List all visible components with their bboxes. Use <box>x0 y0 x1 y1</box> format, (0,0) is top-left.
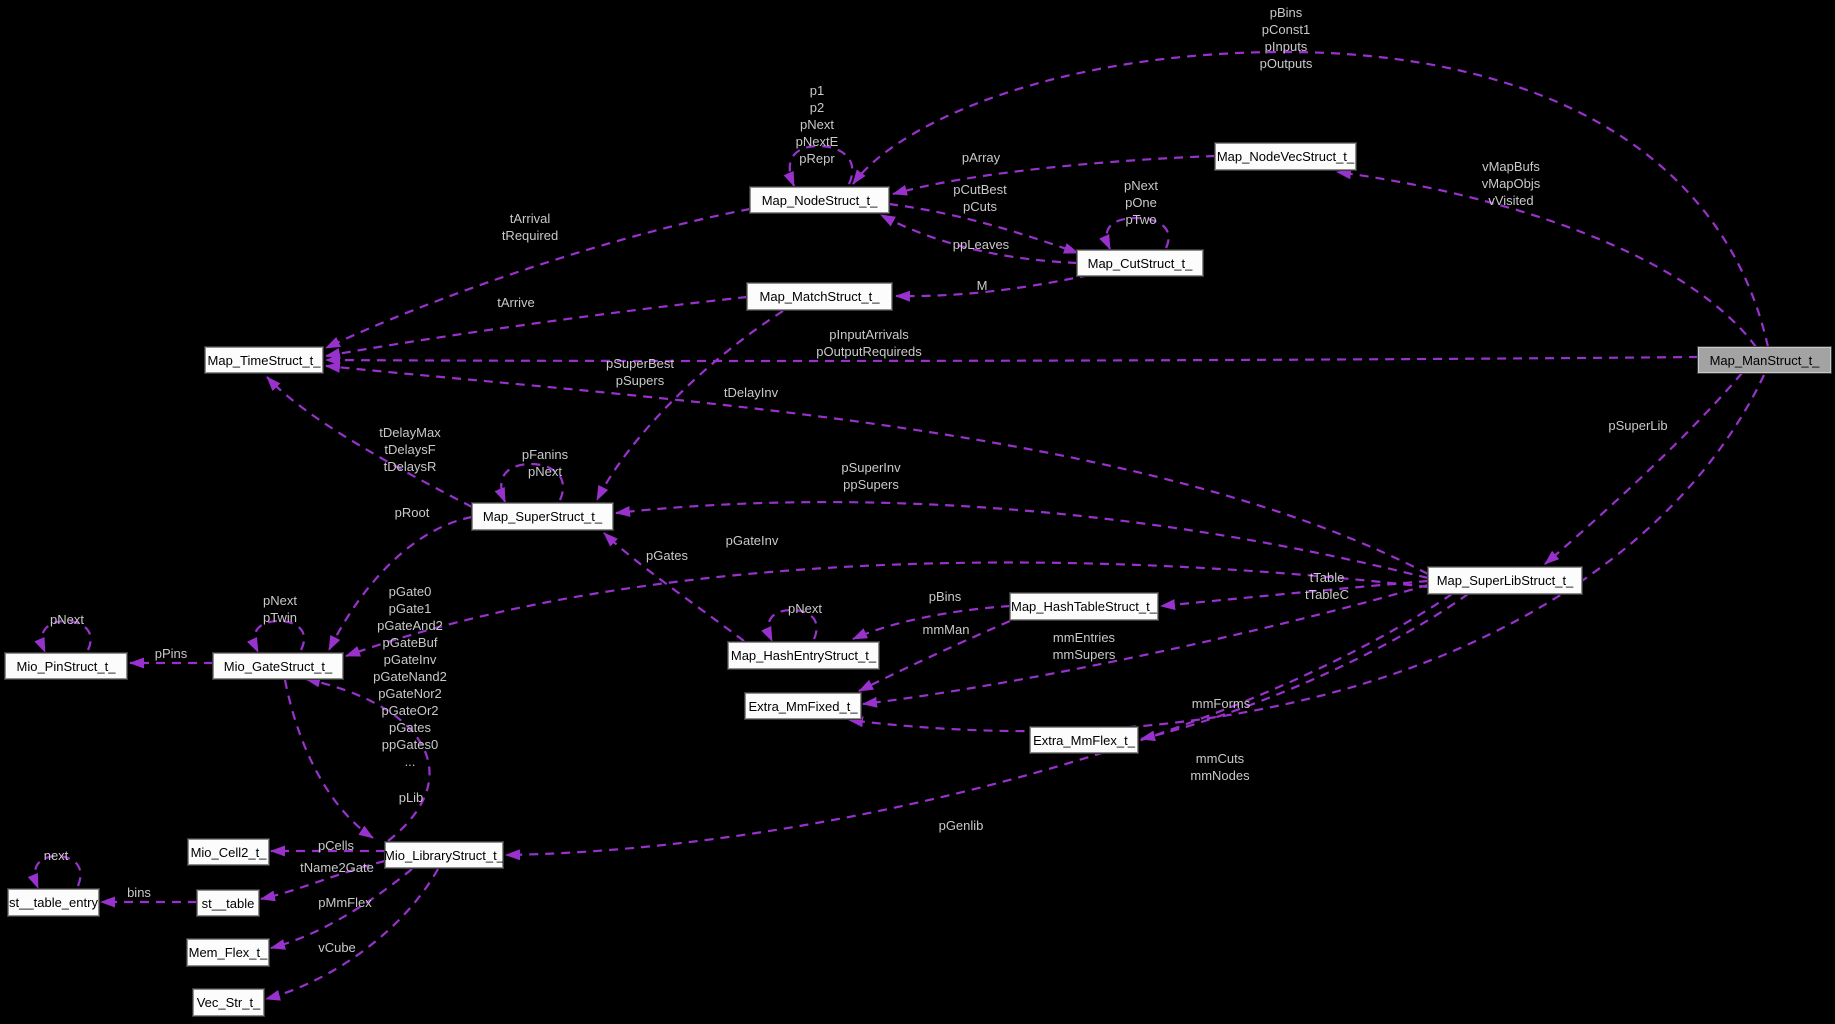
node-st-table-entry[interactable]: st__table_entry <box>7 888 100 917</box>
node-map-manstruct[interactable]: Map_ManStruct_t_ <box>1697 346 1832 374</box>
edge-superlib-to-mmflex-mmforms <box>1140 593 1469 742</box>
edge-label-psuperbest: pSuperBest pSupers <box>606 356 674 388</box>
edge-man-to-time-pinputarrivals <box>325 354 1699 366</box>
edge-label-plib: pLib <box>398 790 424 805</box>
edge-label-parray: pArray <box>961 150 1001 165</box>
node-map-nodestruct[interactable]: Map_NodeStruct_t_ <box>749 186 890 214</box>
edge-node-to-cut-pcutbest <box>888 202 1079 255</box>
edge-label-node-loop: p1 p2 pNext pNextE pRepr <box>795 83 839 166</box>
node-map-cutstruct[interactable]: Map_CutStruct_t_ <box>1076 249 1204 277</box>
edge-cut-self-loop <box>1099 216 1170 250</box>
edge-gate-to-library-plib <box>283 679 374 839</box>
edge-label-psuperinv: pSuperInv ppSupers <box>841 460 901 492</box>
edge-label-tname2gate: tName2Gate <box>300 860 374 875</box>
edge-label-proot: pRoot <box>394 505 430 520</box>
node-map-nodevecstruct[interactable]: Map_NodeVecStruct_t_ <box>1214 142 1357 171</box>
edge-label-super-loop: pFanins pNext <box>521 447 569 479</box>
edge-label-pgateinv: pGateInv <box>725 533 779 548</box>
edge-superlib-to-gate-pgateinv <box>345 561 1429 658</box>
edge-library-to-vecstr-vcube <box>265 868 439 1001</box>
edge-label-mmentries: mmEntries mmSupers <box>1052 630 1116 662</box>
edge-label-gate-loop: pNext pTwin <box>263 593 297 625</box>
edge-library-to-gate-pgatelist <box>305 676 431 842</box>
edge-superlib-to-super-psuperinv <box>615 501 1429 580</box>
edge-label-mmcuts: mmCuts mmNodes <box>1190 751 1250 783</box>
edge-man-to-node-pbins <box>852 50 1770 348</box>
edge-label-tarrive: tArrive <box>497 295 535 310</box>
node-vec-str[interactable]: Vec_Str_t_ <box>192 988 265 1017</box>
edge-label-ppins: pPins <box>154 646 188 661</box>
edge-label-hashentry-loop: pNext <box>788 601 822 616</box>
edge-label-ppleaves: ppLeaves <box>952 237 1010 252</box>
node-mio-pinstruct[interactable]: Mio_PinStruct_t_ <box>4 652 128 680</box>
edge-node-self-loop <box>783 144 854 187</box>
edge-label-pbins-hash: pBins <box>928 589 962 604</box>
node-st-table[interactable]: st__table <box>196 889 260 917</box>
edge-cut-to-node-ppleaves <box>880 214 1078 265</box>
edge-cut-to-match-m <box>895 273 1090 302</box>
edge-library-to-memflex-pmmflex <box>270 868 413 950</box>
edge-label-psuperlib: pSuperLib <box>1608 418 1668 433</box>
node-mio-librarystruct[interactable]: Mio_LibraryStruct_t_ <box>384 841 504 869</box>
node-map-superstruct[interactable]: Map_SuperStruct_t_ <box>471 502 614 531</box>
edge-label-pcells: pCells <box>317 838 355 853</box>
edge-man-to-nodevec-vmapbufs <box>1336 168 1757 348</box>
node-mio-gatestruct[interactable]: Mio_GateStruct_t_ <box>212 652 344 680</box>
edge-label-pin-loop: pNext <box>50 612 84 627</box>
edge-label-vmapbufs: vMapBufs vMapObjs vVisited <box>1481 159 1541 208</box>
edge-superlib-to-hashtable-ttable <box>1160 579 1429 611</box>
edge-label-pbins-pconst1: pBins pConst1 pInputs pOutputs <box>1259 5 1313 71</box>
edge-superlib-to-mmfixed-mmentries <box>862 583 1429 708</box>
edge-label-pmmflex: pMmFlex <box>318 895 372 910</box>
node-mio-cell2[interactable]: Mio_Cell2_t_ <box>187 838 270 866</box>
edge-nodevec-to-node-parray <box>892 154 1216 196</box>
edge-label-cut-loop: pNext pOne pTwo <box>1124 178 1158 227</box>
edge-label-tdelayinv: tDelayInv <box>723 385 779 400</box>
edge-label-pcutbest: pCutBest pCuts <box>953 182 1007 214</box>
edge-label-pgates: pGates <box>646 548 688 563</box>
edge-label-ttable: tTable tTableC <box>1304 570 1350 602</box>
edge-label-mmforms: mmForms <box>1191 696 1251 711</box>
edge-man-to-superlib-psuperlib <box>1544 372 1743 565</box>
node-extra-mmfixed[interactable]: Extra_MmFixed_t_ <box>744 692 862 720</box>
node-extra-mmflex[interactable]: Extra_MmFlex_t_ <box>1029 726 1139 754</box>
edge-hashtable-to-hashentry-pbins <box>852 604 1011 641</box>
edge-label-tarrival: tArrival tRequired <box>501 211 559 243</box>
edge-label-tdelaymax: tDelayMax tDelaysF tDelaysR <box>379 425 441 474</box>
edge-label-next: next <box>43 848 69 863</box>
edge-super-to-gate-proot <box>328 515 473 651</box>
edge-superlib-to-time-tdelayinv <box>325 361 1429 575</box>
edge-match-to-super-psuperbest <box>596 310 784 501</box>
node-mem-flex[interactable]: Mem_Flex_t_ <box>186 938 270 967</box>
edge-hashtable-to-mmfixed-mmman <box>858 619 1011 692</box>
edge-entry-self-loop <box>27 854 82 889</box>
edge-label-pgate-list: pGate0 pGate1 pGateAnd2 pGateBuf pGateIn… <box>373 584 447 769</box>
node-map-timestruct[interactable]: Map_TimeStruct_t_ <box>204 346 324 374</box>
edge-hashentry-to-super-pgates <box>603 532 745 642</box>
edge-label-m: M <box>976 278 988 293</box>
edge-label-bins: bins <box>127 885 151 900</box>
edge-label-vcube: vCube <box>318 940 356 955</box>
edge-label-mmman: mmMan <box>922 622 970 637</box>
node-map-matchstruct[interactable]: Map_MatchStruct_t_ <box>746 282 893 311</box>
node-map-superlibstruct[interactable]: Map_SuperLibStruct_t_ <box>1427 566 1583 595</box>
edge-super-self-loop <box>494 462 565 503</box>
node-map-hashentrystruct[interactable]: Map_HashEntryStruct_t_ <box>727 641 880 670</box>
edge-library-to-sttable-tname2gate <box>260 859 386 902</box>
edge-match-to-time-tarrive <box>325 295 748 359</box>
node-map-hashtablestruct[interactable]: Map_HashTableStruct_t_ <box>1009 592 1159 621</box>
edge-superlib-to-library-pgenlib <box>505 593 1453 861</box>
edge-label-pinputarrivals: pInputArrivals pOutputRequireds <box>816 327 922 359</box>
edge-label-pgenlib: pGenlib <box>938 818 984 833</box>
edge-super-to-time-tdelaymax <box>266 376 473 508</box>
